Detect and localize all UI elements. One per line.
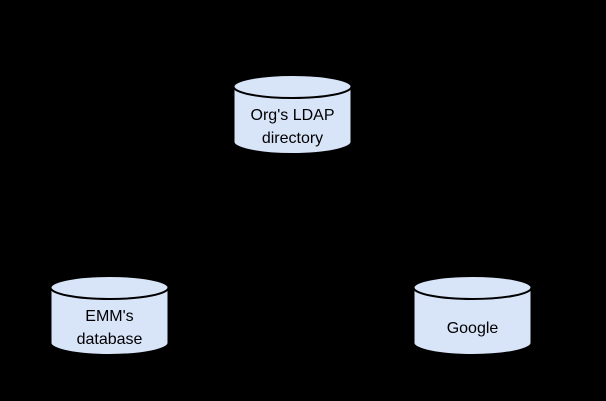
database-cylinder-icon — [412, 275, 533, 356]
node-org-ldap-directory: Org's LDAP directory — [232, 73, 353, 157]
database-cylinder-icon — [49, 275, 170, 356]
node-google: Google — [412, 274, 533, 358]
database-cylinder-icon — [232, 74, 353, 155]
node-emm-database: EMM's database — [49, 274, 170, 358]
